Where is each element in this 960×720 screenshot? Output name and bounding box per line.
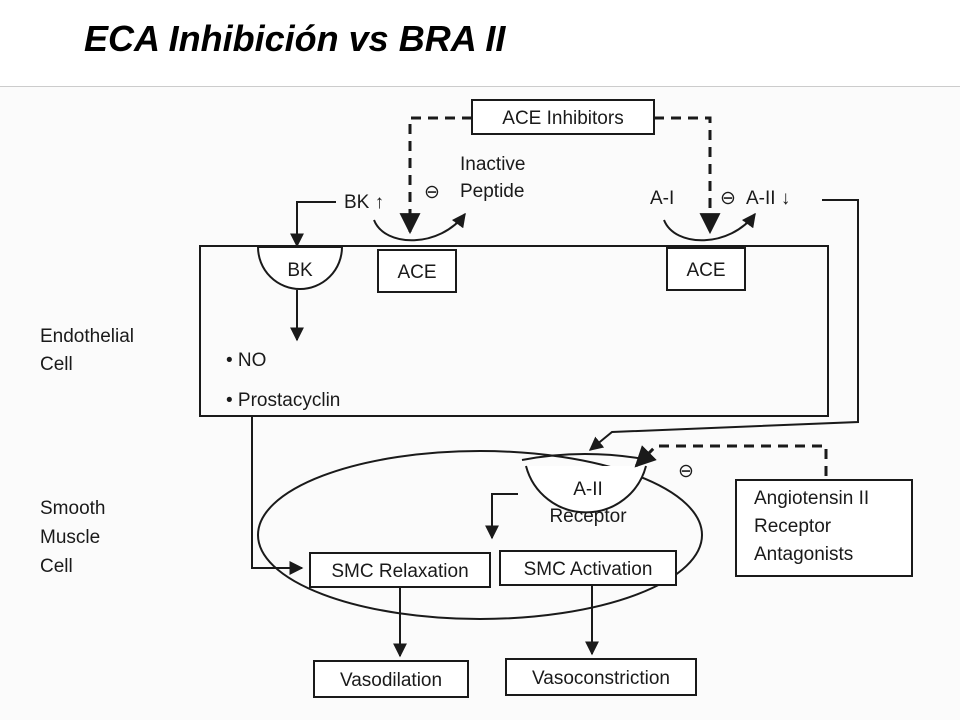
- no-bullet: • NO: [226, 350, 266, 371]
- endothelial-cell: [199, 245, 829, 417]
- vasoconstriction-box: [505, 658, 697, 696]
- ace-left-label: ACE: [397, 262, 436, 283]
- inactive-label: Inactive: [460, 154, 525, 175]
- smc-relaxation-label: SMC Relaxation: [331, 561, 468, 582]
- ace-inhibitor-dashed-left: [399, 116, 472, 235]
- inhibit-symbol-antagonist: ⊖: [678, 461, 694, 482]
- ace-right-label: ACE: [686, 260, 725, 281]
- vasodilation-label: Vasodilation: [340, 670, 442, 691]
- inhibit-symbol-left: ⊖: [424, 182, 440, 203]
- vasodilation-box: [313, 660, 469, 698]
- title-divider: [0, 86, 960, 87]
- ai-to-aii-conversion-arrow: [663, 212, 756, 242]
- endothelium-to-relaxation-arrow: [251, 416, 304, 575]
- angiotensin-1-label: A-I: [650, 188, 674, 209]
- bk-receptor-label: BK: [287, 260, 313, 281]
- inhibit-symbol-right: ⊖: [720, 188, 736, 209]
- aii-receptor-label-line1: A-II: [573, 479, 603, 500]
- ace-enzyme-right: [666, 247, 746, 291]
- receptor-to-activation-arrow: [485, 493, 518, 540]
- smooth-label-line3: Cell: [40, 556, 73, 577]
- slide-title: ECA Inhibición vs BRA II: [84, 18, 506, 59]
- antagonists-label-line1: Angiotensin II: [754, 488, 869, 509]
- ace-enzyme-left: [377, 249, 457, 293]
- antagonists-box: [735, 479, 913, 577]
- aii-receptor-label-line2: Receptor: [549, 506, 627, 527]
- angiotensin-2-decrease-label: A-II ↓: [746, 188, 790, 209]
- vasoconstriction-label: Vasoconstriction: [532, 668, 670, 689]
- antagonists-label-line3: Antagonists: [754, 544, 853, 565]
- bk-receptor: [256, 246, 344, 290]
- aii-receptor: [525, 465, 647, 514]
- antagonist-dashed-block: [634, 444, 828, 476]
- prostacyclin-bullet: • Prostacyclin: [226, 390, 340, 411]
- smooth-muscle-cell: [257, 450, 703, 620]
- aii-to-receptor-arrow: [588, 199, 859, 451]
- endothelial-label-line1: Endothelial: [40, 326, 134, 347]
- ace-inhibitor-dashed-right: [654, 116, 721, 235]
- antagonists-label-line2: Receptor: [754, 516, 832, 537]
- bk-to-receptor-arrow: [290, 201, 336, 248]
- diagram-panel: [0, 87, 960, 720]
- smooth-label-line2: Muscle: [40, 527, 100, 548]
- smc-activation-box: [499, 550, 677, 586]
- smooth-label-line1: Smooth: [40, 498, 105, 519]
- smc-activation-label: SMC Activation: [524, 559, 653, 580]
- endothelial-label-line2: Cell: [40, 354, 73, 375]
- bk-increase-label: BK ↑: [344, 192, 384, 213]
- bk-degradation-arrow: [373, 212, 466, 242]
- peptide-label: Peptide: [460, 181, 524, 202]
- ace-inhibitors-label: ACE Inhibitors: [502, 108, 623, 129]
